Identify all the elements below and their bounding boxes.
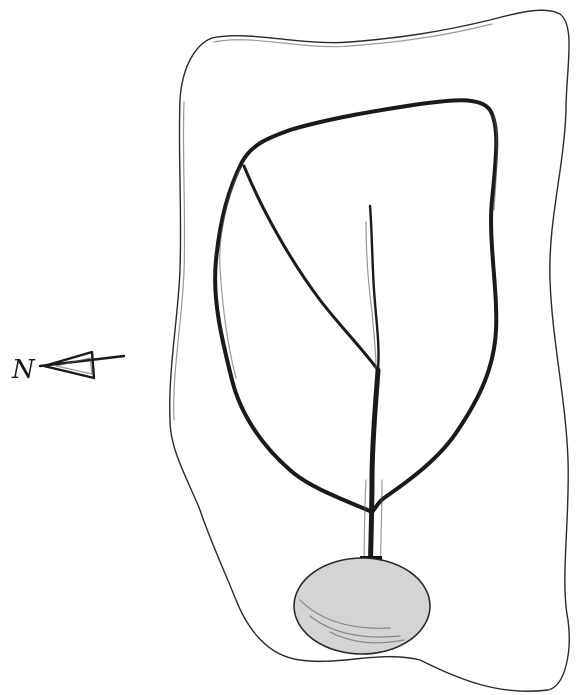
left-arrow-icon [40,352,124,378]
compass-north-label: N [11,355,36,385]
diagonal-branch [244,166,378,370]
central-leader [370,206,379,370]
tree-crown-outline [215,100,496,512]
root-base-mound [294,558,430,654]
outer-boundary-sketch-line [214,24,492,47]
